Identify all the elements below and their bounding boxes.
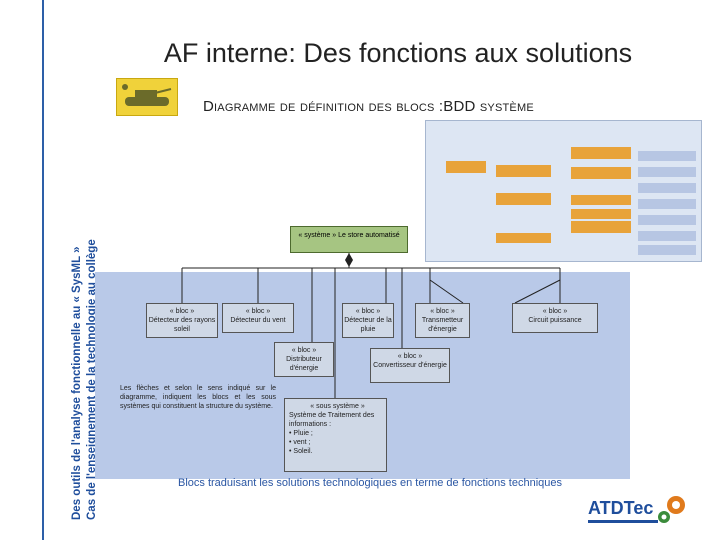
brand-name: ATDTec	[588, 498, 654, 518]
thumb-block	[446, 161, 486, 173]
tank-logo-icon	[116, 78, 178, 116]
block-stereotype: « bloc »	[542, 308, 568, 315]
thumb-block	[571, 221, 631, 233]
thumb-block	[571, 167, 631, 179]
thumb-block	[571, 209, 631, 219]
subsystem-item: • Soleil.	[289, 448, 313, 455]
subsystem-name: Système de Traitement des informations :	[289, 412, 375, 428]
thumb-block	[638, 199, 696, 209]
sidebar-bar	[42, 0, 44, 540]
thumb-block	[571, 195, 631, 205]
block-energy-distributor: « bloc » Distributeur d'énergie	[274, 342, 334, 377]
block-rain-detector: « bloc » Détecteur de la pluie	[342, 303, 394, 338]
thumb-block	[496, 193, 551, 205]
subsystem-item: • vent ;	[289, 439, 311, 446]
thumb-block	[571, 147, 631, 159]
thumb-block	[638, 183, 696, 193]
thumb-block	[496, 233, 551, 243]
caption: Blocs traduisant les solutions technolog…	[178, 477, 563, 489]
block-stereotype: « bloc »	[430, 308, 455, 315]
block-stereotype: « bloc »	[245, 308, 271, 315]
thumb-block	[638, 215, 696, 225]
block-sun-detector: « bloc » Détecteur des rayons soleil	[146, 303, 218, 338]
block-name: Transmetteur d'énergie	[421, 317, 464, 333]
block-power-circuit: « bloc » Circuit puissance	[512, 303, 598, 333]
block-stereotype: « bloc »	[355, 308, 381, 315]
thumb-block	[638, 231, 696, 241]
subsystem-block: « sous système » Système de Traitement d…	[284, 398, 387, 472]
block-name: Détecteur des rayons soleil	[148, 317, 216, 333]
thumb-block	[638, 151, 696, 161]
subsystem-stereotype: « sous système »	[310, 403, 365, 410]
thumb-block	[496, 165, 551, 177]
block-stereotype: « bloc »	[169, 308, 195, 315]
system-stereotype: « système »	[298, 232, 337, 239]
diagram-subtitle: Diagramme de définition des blocs :BDD s…	[203, 98, 534, 115]
system-name: Le store automatisé	[338, 232, 400, 239]
brand-underline	[588, 520, 658, 523]
block-stereotype: « bloc »	[291, 347, 317, 354]
thumb-block	[638, 167, 696, 177]
gear-icon	[658, 496, 685, 523]
block-name: Circuit puissance	[528, 317, 582, 324]
block-wind-detector: « bloc » Détecteur du vent	[222, 303, 294, 333]
functional-diagram-thumbnail	[425, 120, 702, 262]
brand-logo: ATDTec	[584, 493, 694, 529]
block-name: Convertisseur d'énergie	[373, 362, 447, 369]
page-title: AF interne: Des fonctions aux solutions	[163, 38, 633, 68]
thumb-block	[638, 245, 696, 255]
block-name: Distributeur d'énergie	[286, 356, 322, 372]
subsystem-item: • Pluie ;	[289, 430, 313, 437]
explanation-text: Les flèches et selon le sens indiqué sur…	[120, 385, 276, 410]
block-name: Détecteur du vent	[230, 317, 286, 324]
block-energy-converter: « bloc » Convertisseur d'énergie	[370, 348, 450, 383]
sidebar: Des outils de l'analyse fonctionnelle au…	[22, 0, 98, 540]
system-block: « système » Le store automatisé	[290, 226, 408, 253]
block-energy-transmitter: « bloc » Transmetteur d'énergie	[415, 303, 470, 338]
block-name: Détecteur de la pluie	[344, 317, 392, 333]
block-stereotype: « bloc »	[397, 353, 423, 360]
